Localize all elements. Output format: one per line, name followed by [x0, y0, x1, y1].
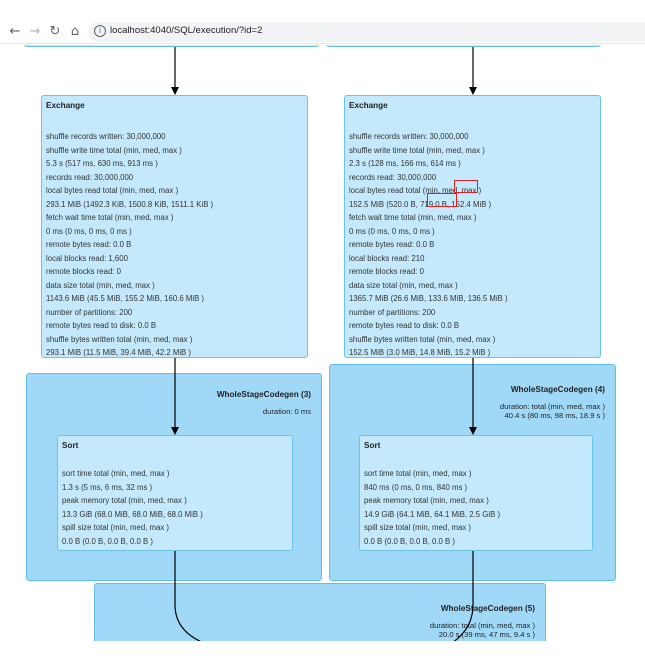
metric-line: 840 ms (0 ms, 0 ms, 840 ms ) [364, 482, 468, 492]
metric-line: number of partitions: 200 [46, 307, 133, 317]
metric-line: 14.9 GiB (64.1 MiB, 64.1 MiB, 2.5 GiB ) [364, 509, 501, 519]
metric-line: local bytes read total (min, med, max ) [46, 186, 179, 195]
exchange-node-right[interactable]: Exchange shuffle records written: 30,000… [344, 95, 601, 358]
metric-line: spill size total (min, med, max ) [62, 523, 170, 532]
edge-sort-right-to-join [453, 551, 474, 641]
node-title: Exchange [46, 101, 85, 110]
plan-canvas: WholeStageCodegen (3) duration: 0 ms Who… [4, 45, 645, 641]
node-metrics: sort time total (min, med, max ) 840 ms … [364, 467, 500, 548]
metric-line: 13.3 GiB (68.0 MiB, 68.0 MiB, 68.0 MiB ) [62, 509, 203, 519]
cluster-duration: duration: total (min, med, max ) 40.4 s … [499, 402, 605, 420]
node-metrics: shuffle records written: 30,000,000 shuf… [46, 130, 213, 360]
metric-line: remote bytes read to disk: 0.0 B [349, 321, 460, 330]
metric-line: 1.3 s (5 ms, 6 ms, 32 ms ) [62, 482, 153, 492]
metric-line: fetch wait time total (min, med, max ) [349, 213, 477, 222]
metric-line: local bytes read total (min, med, max ) [349, 186, 482, 195]
metric-line: shuffle write time total (min, med, max … [46, 145, 182, 155]
metric-line: remote blocks read: 0 [349, 267, 424, 276]
browser-toolbar: ← → ↻ ⌂ i localhost:4040/SQL/execution/?… [0, 20, 645, 44]
metric-line: data size total (min, med, max ) [349, 280, 458, 290]
metric-line: 293.1 MiB (11.5 MiB, 39.4 MiB, 42.2 MiB … [46, 348, 192, 357]
cluster-title: WholeStageCodegen (4) [510, 385, 605, 394]
metric-line: 152.5 MiB (520.0 B, 719.0 B, 152.4 MiB ) [349, 199, 492, 209]
node-metrics: shuffle records written: 30,000,000 shuf… [349, 130, 508, 360]
reload-icon[interactable]: ↻ [49, 24, 61, 39]
metric-line: 0 ms (0 ms, 0 ms, 0 ms ) [46, 226, 132, 236]
node-title: Sort [364, 441, 381, 450]
metric-line: 1143.6 MiB (45.5 MiB, 155.2 MiB, 160.6 M… [46, 294, 205, 303]
home-icon[interactable]: ⌂ [70, 24, 80, 39]
highlight-med-value [427, 193, 457, 207]
metric-line: data size total (min, med, max ) [46, 280, 155, 290]
edge-sort-left-to-join [174, 551, 201, 641]
metric-line: fetch wait time total (min, med, max ) [46, 213, 174, 222]
metric-line: shuffle bytes written total (min, med, m… [349, 334, 496, 344]
metric-line: 1365.7 MiB (26.6 MiB, 133.6 MiB, 136.5 M… [349, 294, 508, 303]
metric-line: peak memory total (min, med, max ) [364, 496, 489, 505]
metric-line: local blocks read: 1,600 [46, 253, 128, 263]
node-metrics: sort time total (min, med, max ) 1.3 s (… [62, 467, 203, 548]
metric-line: 0 ms (0 ms, 0 ms, 0 ms ) [349, 226, 435, 236]
metric-line: 5.3 s (517 ms, 630 ms, 913 ms ) [46, 159, 158, 168]
node-title: Sort [62, 441, 79, 450]
back-icon[interactable]: ← [9, 24, 21, 39]
sort-node-left[interactable]: Sort sort time total (min, med, max ) 1.… [57, 435, 293, 551]
metric-line: records read: 30,000,000 [46, 172, 134, 182]
metric-line: 0.0 B (0.0 B, 0.0 B, 0.0 B ) [364, 536, 456, 546]
metric-line: shuffle records written: 30,000,000 [46, 132, 166, 141]
metric-line: remote bytes read: 0.0 B [349, 240, 435, 249]
url-text: localhost:4040/SQL/execution/?id=2 [110, 25, 263, 36]
node-title: Exchange [349, 101, 388, 110]
highlight-med-label [454, 180, 478, 193]
cluster-title: WholeStageCodegen (3) [216, 390, 311, 399]
cluster-title: WholeStageCodegen (5) [440, 604, 535, 613]
metric-line: shuffle bytes written total (min, med, m… [46, 334, 193, 344]
cluster-duration: duration: 0 ms [262, 407, 311, 416]
metric-line: remote bytes read to disk: 0.0 B [46, 321, 157, 330]
metric-line: number of partitions: 200 [349, 307, 436, 317]
metric-line: peak memory total (min, med, max ) [62, 496, 187, 505]
forward-icon[interactable]: → [29, 24, 41, 39]
info-icon[interactable]: i [94, 25, 106, 37]
exchange-node-left[interactable]: Exchange shuffle records written: 30,000… [41, 95, 308, 358]
plan-edges [171, 47, 477, 641]
metric-line: sort time total (min, med, max ) [364, 469, 472, 478]
metric-line: 2.3 s (128 ms, 166 ms, 614 ms ) [349, 159, 461, 168]
metric-line: records read: 30,000,000 [349, 172, 437, 182]
metric-line: local blocks read: 210 [349, 253, 425, 263]
address-bar[interactable]: i localhost:4040/SQL/execution/?id=2 [88, 22, 645, 42]
metric-line: shuffle write time total (min, med, max … [349, 145, 485, 155]
metric-line: spill size total (min, med, max ) [364, 523, 472, 532]
metric-line: sort time total (min, med, max ) [62, 469, 170, 478]
sort-node-right[interactable]: Sort sort time total (min, med, max ) 84… [359, 435, 593, 551]
metric-line: 293.1 MiB (1492.3 KiB, 1500.8 KiB, 1511.… [46, 199, 214, 209]
metric-line: shuffle records written: 30,000,000 [349, 132, 469, 141]
metric-line: remote blocks read: 0 [46, 267, 121, 276]
metric-line: 0.0 B (0.0 B, 0.0 B, 0.0 B ) [62, 536, 154, 546]
metric-line: remote bytes read: 0.0 B [46, 240, 132, 249]
metric-line: 152.5 MiB (3.0 MiB, 14.8 MiB, 15.2 MiB ) [349, 348, 491, 357]
